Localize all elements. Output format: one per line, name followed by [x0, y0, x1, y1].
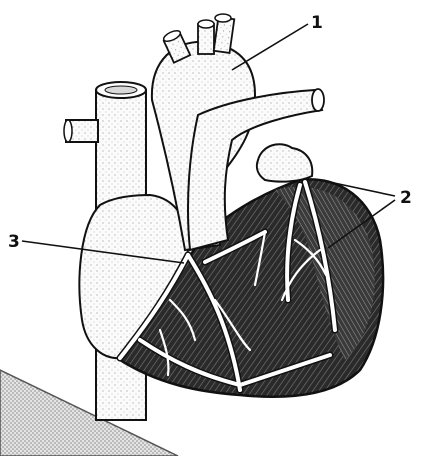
- callout-2: 2: [400, 188, 412, 208]
- left-atrial-appendage: [257, 144, 312, 181]
- callout-3: 3: [8, 232, 20, 252]
- pulmonary-artery-opening: [312, 89, 324, 111]
- background-tray: [0, 370, 178, 456]
- leader-line-1: [232, 24, 308, 70]
- callout-1: 1: [311, 13, 323, 33]
